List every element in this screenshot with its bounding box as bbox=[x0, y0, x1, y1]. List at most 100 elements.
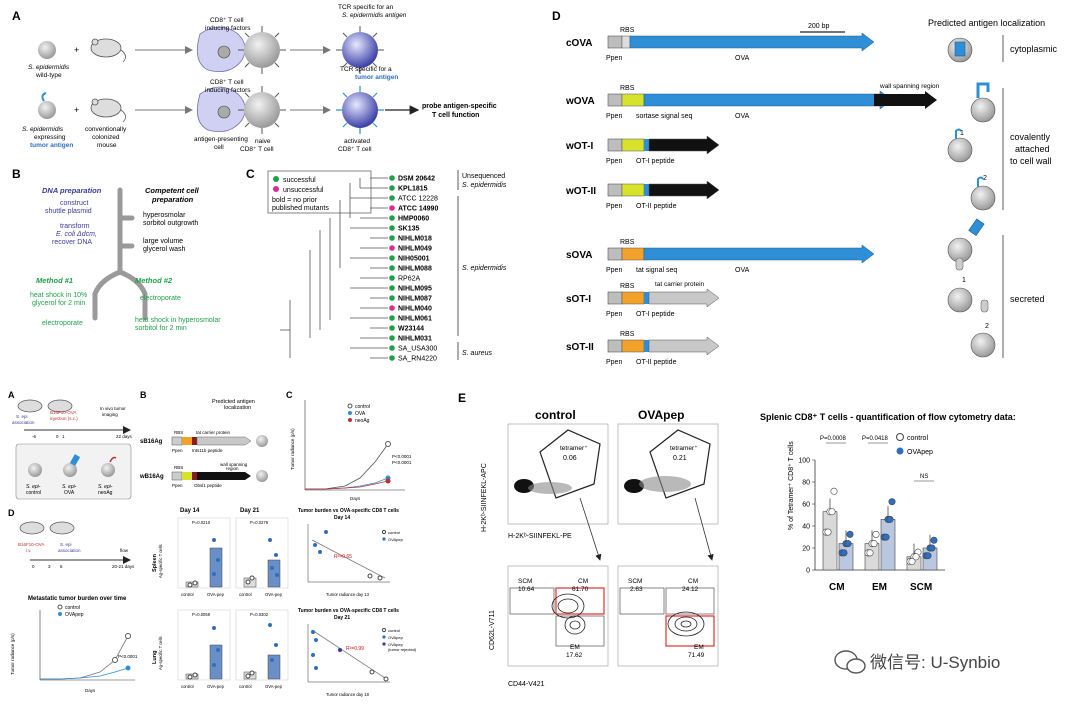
signal-block bbox=[621, 247, 645, 261]
group-label: S. epi- bbox=[98, 484, 113, 490]
plus-sign: + bbox=[74, 45, 79, 55]
x-axis-label: Days bbox=[85, 688, 96, 693]
row-label: Ag-specific T cells bbox=[158, 544, 163, 578]
strain-dot-icon bbox=[389, 295, 395, 301]
gate-name: CM bbox=[688, 578, 698, 585]
bar bbox=[838, 543, 854, 571]
strain-name: W23144 bbox=[398, 326, 424, 333]
strain-dot-icon bbox=[389, 265, 395, 271]
tick-label: 3 bbox=[48, 564, 51, 569]
apc-cell-icon bbox=[196, 26, 246, 73]
strain-name: NIHLM049 bbox=[398, 246, 432, 253]
x-cat: OVA-pep bbox=[207, 592, 225, 597]
comp-step: glycerol wash bbox=[143, 246, 186, 253]
strain-dot-icon bbox=[389, 225, 395, 231]
control-line bbox=[305, 443, 389, 490]
dna-step: recover DNA bbox=[52, 239, 92, 246]
variant-number: 2 bbox=[983, 175, 987, 182]
strain-name: NIHLM095 bbox=[398, 286, 432, 293]
x-axis-label: H-2Kᵇ-SIINFEKL-PE bbox=[508, 533, 572, 540]
cytoplasmic-antigen-icon bbox=[954, 41, 966, 57]
rbs-label: RBS bbox=[620, 85, 635, 92]
tcr-label-2: tumor antigen bbox=[355, 74, 398, 81]
legend-box bbox=[267, 170, 372, 214]
group-label: S. epidermidis bbox=[462, 265, 507, 272]
x-cat: OVA-pep bbox=[207, 684, 225, 689]
timeline-label: imaging bbox=[102, 412, 118, 417]
strain-name: SA_RN4220 bbox=[398, 356, 437, 363]
data-point bbox=[928, 544, 936, 552]
strain-name: NIH05001 bbox=[398, 256, 430, 263]
bacterium-icon bbox=[63, 463, 77, 477]
tail-block bbox=[648, 288, 720, 308]
ppen-label: Ppen bbox=[606, 158, 622, 165]
data-point bbox=[872, 530, 880, 538]
neoag-icon bbox=[109, 456, 117, 463]
ppen-label: Ppen bbox=[606, 203, 622, 210]
bar bbox=[880, 519, 896, 571]
data-point bbox=[882, 533, 890, 541]
y-tick-label: 40 bbox=[802, 524, 810, 531]
strain-dot-icon bbox=[389, 205, 395, 211]
rbs-label: RBS bbox=[620, 27, 635, 34]
tail-block bbox=[648, 336, 720, 356]
bug-label-2: wild-type bbox=[35, 72, 62, 79]
factors-label-2: inducing factors bbox=[205, 87, 251, 94]
panel-label: C bbox=[246, 167, 255, 181]
peptide-block bbox=[644, 184, 649, 196]
gate-name: EM bbox=[570, 644, 580, 651]
strain-name: ATCC 14990 bbox=[398, 206, 438, 213]
wall-attached-icon bbox=[256, 470, 268, 482]
peptide-block bbox=[192, 472, 197, 480]
comp-heading-2: preparation bbox=[151, 195, 194, 204]
block-label: Ints11b peptide bbox=[192, 448, 223, 453]
naive-label: naive bbox=[255, 138, 271, 145]
mouse-label: conventionally bbox=[85, 126, 127, 133]
output-label: probe antigen-specific bbox=[422, 103, 497, 110]
strain-dot-icon bbox=[389, 335, 395, 341]
x-cat: control bbox=[239, 684, 252, 689]
strain-dot-icon bbox=[389, 245, 395, 251]
gate-label: tetramer⁺ bbox=[560, 445, 588, 452]
strain-name: NIHLM061 bbox=[398, 316, 432, 323]
gate-value: 17.62 bbox=[566, 652, 583, 659]
dot-plot-spleen-d14: P=0.0210 control OVA-pep bbox=[177, 517, 231, 597]
gate-name: CM bbox=[578, 578, 588, 585]
y-axis-label: Tumor radiance (p/s) bbox=[10, 633, 15, 675]
strain-name: ATCC 12228 bbox=[398, 196, 438, 203]
panel-label: A bbox=[8, 390, 15, 400]
gate-value: 61.70 bbox=[572, 586, 589, 593]
block-label: wall spanning bbox=[220, 462, 248, 467]
localization-heading: Predicted antigen localization bbox=[928, 18, 1045, 28]
bacterium-icon bbox=[38, 41, 56, 59]
legend-marker bbox=[348, 418, 352, 422]
promoter-block bbox=[607, 339, 623, 353]
data-point bbox=[886, 515, 894, 523]
method-step: glycerol for 2 min bbox=[32, 300, 85, 307]
gate-arrow bbox=[694, 497, 714, 561]
group-label: neoAg bbox=[98, 490, 113, 496]
gate-label: tetramer⁺ bbox=[670, 445, 698, 452]
p-value: P=0.0418 bbox=[862, 436, 889, 442]
y-tick-label: 100 bbox=[798, 458, 810, 465]
loc-label: to cell wall bbox=[1010, 156, 1052, 166]
flow-plot-ovapep-memory: SCM 2.63 CM 24.12 EM 71.49 bbox=[617, 565, 719, 667]
p-value: P=0.0059 bbox=[192, 612, 211, 617]
construct-name: wOT-I bbox=[565, 141, 593, 152]
timeline-label: B16F10-OVA bbox=[50, 410, 76, 415]
signal-block bbox=[182, 437, 192, 445]
panel-label: B bbox=[12, 167, 21, 181]
group-label: S. aureus bbox=[462, 350, 492, 357]
promoter-block bbox=[607, 138, 623, 152]
factors-label: CD8⁺ T cell bbox=[210, 17, 244, 24]
dna-step: shuttle plasmid bbox=[45, 208, 92, 215]
data-point bbox=[888, 498, 896, 506]
dna-step: construct bbox=[60, 200, 88, 207]
plus-sign: + bbox=[74, 105, 79, 115]
promoter-block bbox=[607, 291, 623, 305]
legend-label: control bbox=[355, 404, 370, 410]
legend-label: control bbox=[388, 628, 400, 633]
legend-label: control bbox=[65, 605, 80, 611]
